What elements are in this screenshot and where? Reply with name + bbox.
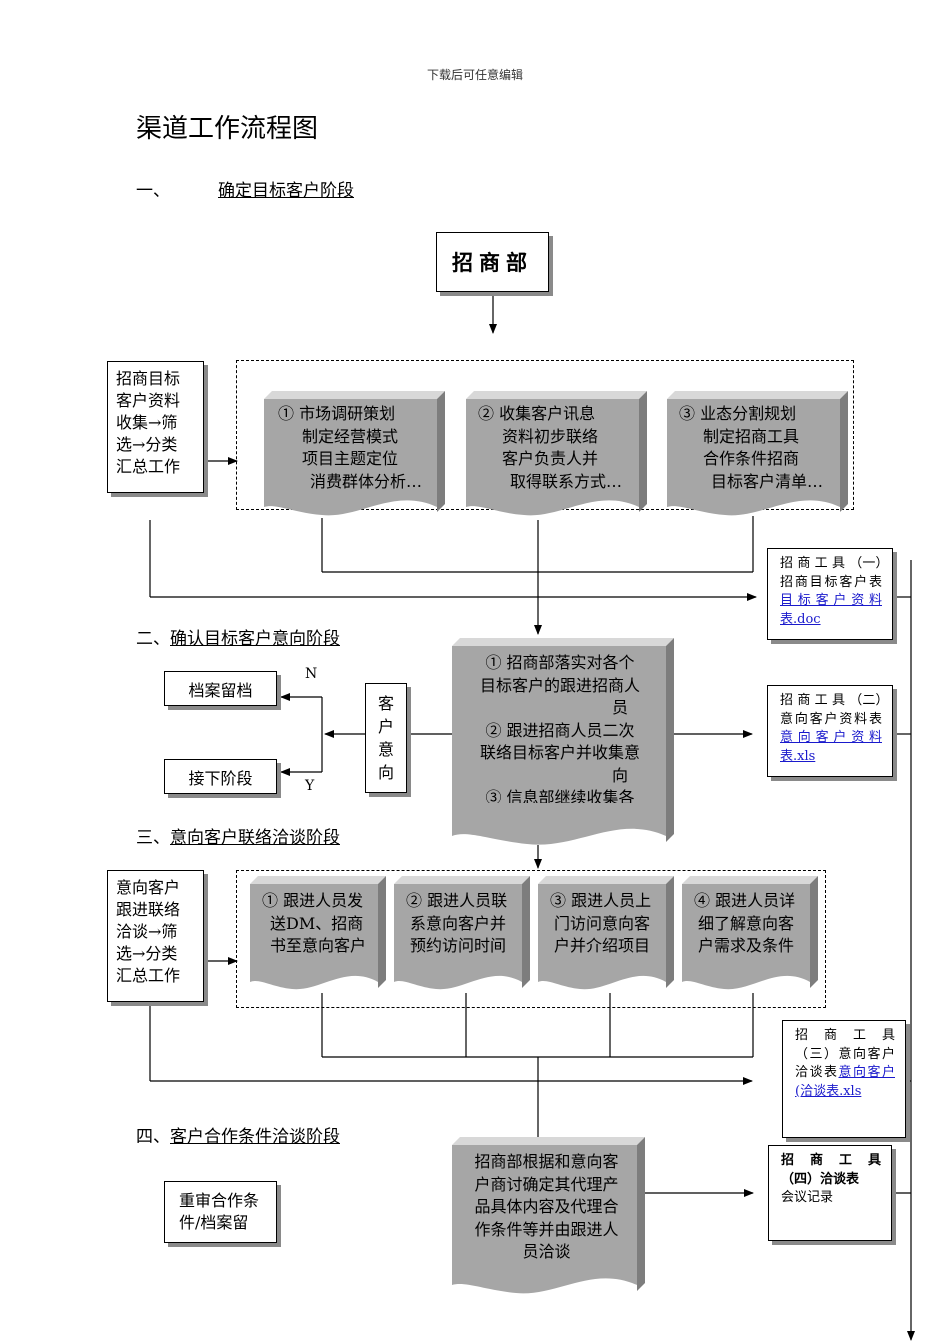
tool-4-text: 招 商 工 具 （四）洽谈表 — [781, 1153, 881, 1187]
stage4-center-line: 员洽谈 — [522, 1242, 571, 1261]
intent-box: 客 户 意 向 — [365, 683, 407, 793]
tool-3-link[interactable]: 意向客户(洽谈表.xls — [795, 1065, 895, 1099]
section-4-number: 四、 — [136, 1127, 170, 1147]
section-3-label: 意向客户联络洽谈阶段 — [170, 828, 340, 848]
stage4-center-line: 招商部根据和意向客 — [474, 1152, 619, 1171]
tool-box-1: 招 商 工 具 （一）招商目标客户表目标客户资料表.doc — [767, 548, 893, 640]
stage3-doc-3-line: 户并介绍项目 — [554, 936, 651, 955]
tool-3-text: 招 商 工 具 （三）意向客户洽谈表 — [795, 1028, 895, 1080]
section-1-label: 确定目标客户阶段 — [218, 181, 354, 201]
section-3-heading: 三、意向客户联络洽谈阶段 — [136, 823, 340, 848]
section-2-heading: 二、确认目标客户意向阶段 — [136, 624, 340, 649]
stage1-doc-2: ② 收集客户讯息 资料初步联络 客户负责人并 取得联系方式… — [466, 391, 647, 518]
intent-char: 向 — [377, 763, 394, 782]
stage1-doc-2-line: 客户负责人并 — [502, 449, 599, 468]
stage1-side-line: 招商目标 — [116, 369, 181, 388]
tool-1-link[interactable]: 目标客户资料表.doc — [780, 593, 882, 627]
stage2-center-line: 员 — [611, 698, 628, 717]
stage1-doc-3-line: ③ 业态分割规划 — [679, 404, 797, 423]
section-2-number: 二、 — [136, 629, 170, 649]
stage2-center-line: ② 跟进招商人员二次 — [485, 720, 635, 740]
stage1-doc-2-line: 取得联系方式… — [510, 471, 623, 491]
stage1-doc-1: ① 市场调研策划 制定经营模式 项目主题定位 消费群体分析… — [264, 391, 445, 518]
section-3-number: 三、 — [136, 828, 170, 848]
stage3-doc-2-line: 预约访问时间 — [410, 936, 507, 955]
stage3-doc-3-line: ③ 跟进人员上 — [550, 891, 652, 910]
stage1-doc-1-line: ① 市场调研策划 — [278, 404, 396, 423]
tool-1-text: 招 商 工 具 （一）招商目标客户表 — [780, 556, 882, 590]
tool-box-2: 招 商 工 具 （二）意向客户资料表意向客户资料表.xls — [767, 685, 893, 777]
stage1-side-line: 收集→筛 — [116, 413, 178, 432]
stage3-doc-1-line: 送DM、招商 — [270, 913, 364, 933]
stage1-doc-3: ③ 业态分割规划 制定招商工具 合作条件招商 目标客户清单… — [667, 391, 848, 518]
stage3-doc-2-line: ② 跟进人员联 — [406, 891, 508, 910]
stage3-doc-3-line: 门访问意向客 — [554, 913, 651, 933]
stage1-doc-1-line: 项目主题定位 — [302, 449, 399, 468]
tool-2-link[interactable]: 意向客户资料表.xls — [780, 730, 882, 764]
stage2-center-line: 联络目标客户并收集意 — [479, 743, 640, 762]
tool-box-4: 招 商 工 具 （四）洽谈表 会议记录 — [768, 1145, 892, 1241]
stage2-center-line: ③ 信息部继续收集各 — [485, 788, 635, 803]
review-box: 重审合作条 件/档案留 — [164, 1181, 277, 1243]
stage1-doc-1-line: 消费群体分析… — [310, 471, 423, 491]
stage1-side-box: 招商目标 客户资料 收集→筛 选→分类 汇总工作 — [107, 361, 204, 493]
stage3-doc-3: ③ 跟进人员上 门访问意向客 户并介绍项目 — [538, 876, 674, 994]
page-title: 渠道工作流程图 — [136, 114, 319, 144]
section-1-number: 一、 — [136, 181, 170, 201]
stage3-side-box: 意向客户 跟进联络 洽谈→筛 选→分类 汇总工作 — [107, 870, 204, 1002]
stage1-side-line: 选→分类 — [116, 435, 178, 454]
section-4-heading: 四、客户合作条件洽谈阶段 — [136, 1122, 340, 1147]
stage1-doc-1-line: 制定经营模式 — [302, 426, 399, 446]
stage1-doc-3-line: 目标客户清单… — [711, 471, 824, 491]
stage3-side-line: 意向客户 — [116, 878, 181, 897]
stage3-doc-2: ② 跟进人员联 系意向客户并 预约访问时间 — [394, 876, 530, 994]
stage4-center-line: 户商讨确定其代理产 — [474, 1174, 619, 1194]
intent-char: 意 — [377, 740, 394, 759]
stage4-center-doc: 招商部根据和意向客 户商讨确定其代理产 品具体内容及代理合 作条件等并由跟进人 … — [452, 1137, 645, 1297]
no-label: N — [305, 666, 318, 682]
stage4-center-line: 品具体内容及代理合 — [474, 1197, 619, 1216]
stage2-center-line: 向 — [611, 765, 628, 785]
stage3-side-line: 跟进联络 — [116, 900, 181, 919]
section-1-heading: 一、 确定目标客户阶段 — [136, 176, 354, 201]
dept-box: 招商部 — [436, 232, 549, 292]
review-line: 重审合作条 — [179, 1191, 260, 1210]
stage3-doc-1-line: 书至意向客户 — [270, 936, 367, 955]
stage3-side-line: 选→分类 — [116, 944, 178, 963]
review-line: 件/档案留 — [179, 1213, 249, 1232]
stage3-doc-2-line: 系意向客户并 — [410, 913, 507, 933]
stage3-doc-4: ④ 跟进人员详 细了解意向客 户需求及条件 — [682, 876, 818, 994]
stage2-center-line: 目标客户的跟进招商人 — [479, 675, 640, 695]
stage1-side-line: 汇总工作 — [116, 457, 181, 476]
next-stage-box: 接下阶段 — [164, 759, 277, 794]
section-2-label: 确认目标客户意向阶段 — [170, 629, 340, 649]
stage4-center-line: 作条件等并由跟进人 — [474, 1219, 619, 1239]
stage1-side-line: 客户资料 — [116, 391, 181, 410]
stage2-center-doc: ① 招商部落实对各个 目标客户的跟进招商人 员 ② 跟进招商人员二次 联络目标客… — [452, 638, 674, 848]
stage3-side-line: 洽谈→筛 — [116, 922, 178, 941]
tool-box-3: 招 商 工 具 （三）意向客户洽谈表意向客户(洽谈表.xls — [782, 1020, 906, 1138]
stage3-doc-1: ① 跟进人员发 送DM、招商 书至意向客户 — [250, 876, 386, 994]
intent-char: 客 — [377, 694, 394, 713]
stage3-side-line: 汇总工作 — [116, 966, 181, 985]
stage1-doc-2-line: ② 收集客户讯息 — [478, 404, 596, 423]
archive-box: 档案留档 — [164, 671, 277, 706]
stage3-doc-4-line: 细了解意向客 — [698, 913, 795, 933]
stage2-center-line: ① 招商部落实对各个 — [485, 653, 635, 672]
tool-4-rest: 会议记录 — [781, 1190, 834, 1205]
tool-2-text: 招 商 工 具 （二）意向客户资料表 — [780, 693, 882, 727]
stage1-doc-3-line: 制定招商工具 — [703, 426, 800, 446]
stage3-dashed-group — [236, 870, 826, 1008]
stage3-doc-4-line: 户需求及条件 — [698, 936, 795, 955]
stage3-doc-1-line: ① 跟进人员发 — [262, 891, 364, 910]
stage1-doc-3-line: 合作条件招商 — [703, 449, 800, 468]
stage3-doc-4-line: ④ 跟进人员详 — [694, 891, 796, 910]
header-note: 下载后可任意编辑 — [426, 68, 523, 82]
section-4-label: 客户合作条件洽谈阶段 — [170, 1127, 340, 1147]
intent-char: 户 — [377, 717, 394, 736]
stage1-doc-2-line: 资料初步联络 — [502, 426, 599, 446]
yes-label: Y — [305, 778, 315, 794]
